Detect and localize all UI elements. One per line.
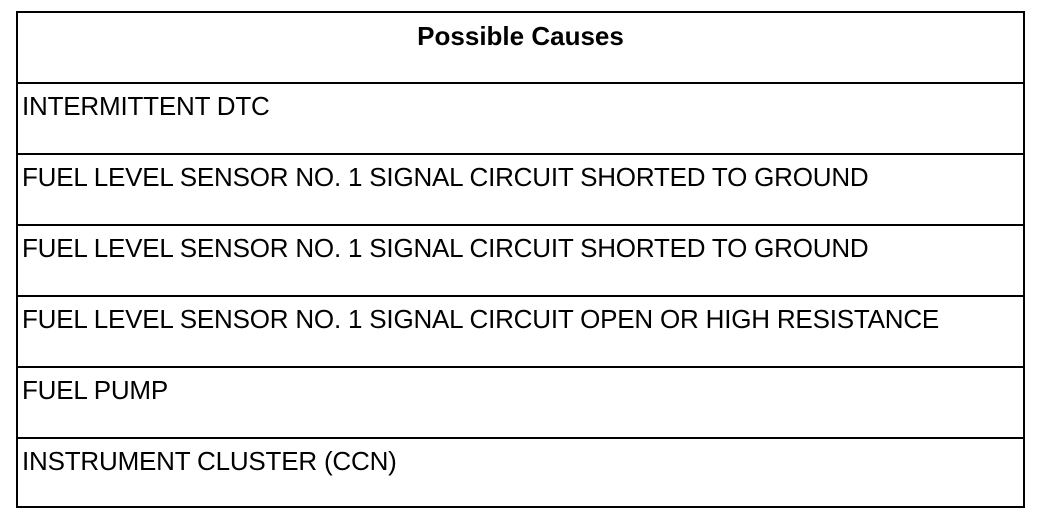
- cause-text: FUEL LEVEL SENSOR NO. 1 SIGNAL CIRCUIT S…: [22, 162, 869, 192]
- possible-causes-table: Possible Causes INTERMITTENT DTC FUEL LE…: [16, 11, 1025, 508]
- table-row: INSTRUMENT CLUSTER (CCN): [18, 439, 1023, 508]
- table-row: FUEL LEVEL SENSOR NO. 1 SIGNAL CIRCUIT O…: [18, 297, 1023, 368]
- table-header: Possible Causes: [18, 13, 1023, 84]
- table-row: INTERMITTENT DTC: [18, 84, 1023, 155]
- table-row: FUEL PUMP: [18, 368, 1023, 439]
- table-row: FUEL LEVEL SENSOR NO. 1 SIGNAL CIRCUIT S…: [18, 155, 1023, 226]
- cause-text: INSTRUMENT CLUSTER (CCN): [22, 446, 397, 476]
- header-label: Possible Causes: [417, 21, 624, 51]
- cause-text: FUEL LEVEL SENSOR NO. 1 SIGNAL CIRCUIT S…: [22, 233, 869, 263]
- table-row: FUEL LEVEL SENSOR NO. 1 SIGNAL CIRCUIT S…: [18, 226, 1023, 297]
- cause-text: FUEL LEVEL SENSOR NO. 1 SIGNAL CIRCUIT O…: [22, 304, 940, 334]
- cause-text: FUEL PUMP: [22, 375, 169, 405]
- cause-text: INTERMITTENT DTC: [22, 91, 270, 121]
